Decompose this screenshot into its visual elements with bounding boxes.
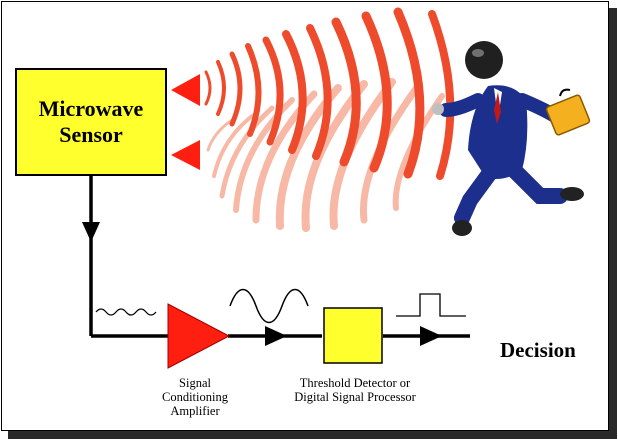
sensor-label-line2: Sensor	[59, 122, 123, 147]
amplifier-caption-line1: Signal	[179, 376, 211, 390]
emitter-triangle-bottom	[171, 140, 200, 170]
amplifier-caption-line2: Conditioning	[162, 390, 228, 404]
down-arrow-icon	[82, 222, 100, 242]
emitter-triangle-top	[171, 74, 200, 106]
amplified-signal-waveform	[229, 288, 309, 324]
right-arrow-icon	[265, 326, 287, 346]
frame-shadow-right	[609, 8, 617, 433]
briefcase-icon	[545, 88, 591, 136]
decision-pulse-waveform	[396, 293, 466, 317]
decision-label: Decision	[500, 338, 576, 362]
sensor-label-line1: Microwave	[38, 96, 144, 121]
detector-caption-line2: Digital Signal Processor	[294, 390, 416, 404]
detector-caption-line1: Threshold Detector or	[299, 376, 411, 390]
amplifier-icon	[167, 303, 231, 369]
amplifier-caption-line3: Amplifier	[170, 404, 220, 418]
microwave-sensor-box: Microwave Sensor	[15, 68, 167, 176]
emitted-waves	[204, 7, 455, 180]
detector-caption: Threshold Detector or Digital Signal Pro…	[270, 376, 440, 404]
frame-shadow-bottom	[8, 431, 617, 439]
amplifier-caption: Signal Conditioning Amplifier	[150, 376, 240, 418]
running-businessman-icon	[432, 41, 584, 236]
decision-arrow-icon	[420, 326, 442, 346]
raw-signal-waveform	[95, 308, 157, 316]
detector-box	[323, 307, 383, 364]
